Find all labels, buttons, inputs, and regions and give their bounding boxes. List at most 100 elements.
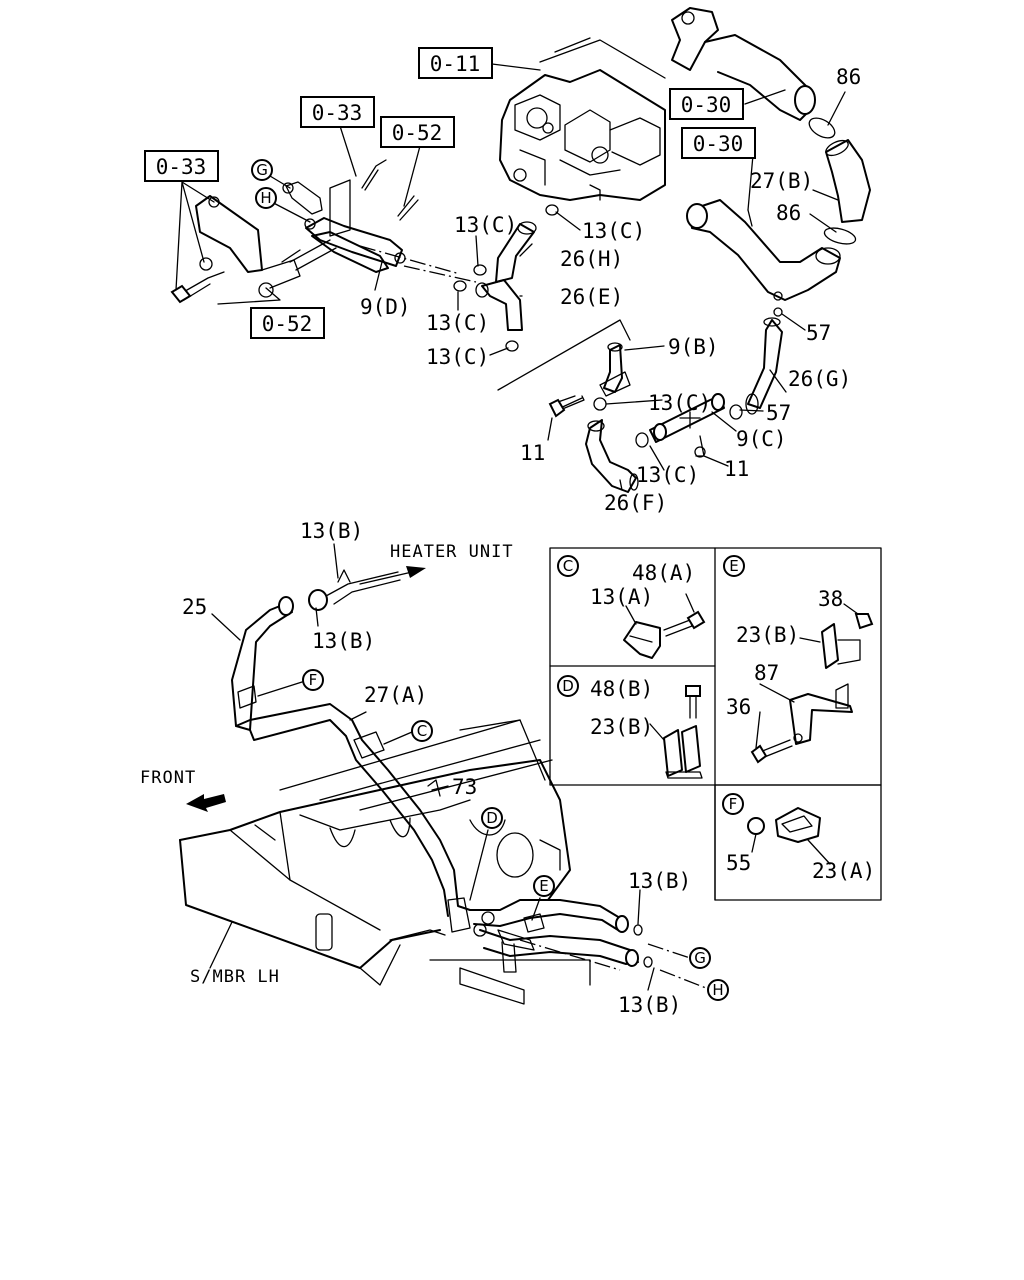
callout-11-right: 11 bbox=[724, 457, 749, 481]
svg-text:G: G bbox=[694, 949, 706, 967]
heater-unit-label: HEATER UNIT bbox=[390, 542, 514, 562]
water-pipe bbox=[686, 199, 841, 301]
ref-box-0-52-lower[interactable]: 0-52 bbox=[250, 307, 325, 339]
callout-9d: 9(D) bbox=[360, 295, 411, 319]
callout-73: 73 bbox=[452, 775, 477, 799]
callout-13c-bottom: 13(C) bbox=[636, 463, 699, 487]
key-circle-e-box: E bbox=[723, 555, 745, 577]
callout-38: 38 bbox=[818, 587, 843, 611]
svg-text:0-33: 0-33 bbox=[312, 101, 363, 125]
callout-13b-right: 13(B) bbox=[628, 869, 691, 893]
callout-13b-mid: 13(B) bbox=[312, 629, 375, 653]
ref-box-0-11[interactable]: 0-11 bbox=[418, 47, 493, 79]
lower-leaders bbox=[209, 543, 655, 991]
key-circle-c-main: C bbox=[411, 720, 433, 742]
bracket-033 bbox=[170, 195, 301, 304]
callout-86-top: 86 bbox=[836, 65, 861, 89]
callout-11-left: 11 bbox=[520, 441, 545, 465]
hose-27b bbox=[808, 117, 871, 245]
key-circle-d-box: D bbox=[557, 675, 579, 697]
svg-text:H: H bbox=[260, 189, 271, 207]
callout-57-bottom: 57 bbox=[766, 401, 791, 425]
callout-27a: 27(A) bbox=[364, 683, 427, 707]
svg-text:G: G bbox=[256, 161, 268, 179]
guide-9b bbox=[497, 319, 631, 391]
pipe-25 bbox=[231, 569, 401, 731]
bolt-11 bbox=[548, 395, 607, 418]
key-circle-f-main: F bbox=[302, 669, 324, 691]
water-outlet-housing bbox=[671, 7, 816, 121]
lower-hose-assembly bbox=[469, 899, 653, 973]
callout-26h: 26(H) bbox=[560, 247, 623, 271]
key-circle-h-bottom: H bbox=[707, 979, 729, 1001]
detail-f-parts bbox=[747, 807, 831, 865]
callout-27b: 27(B) bbox=[750, 169, 813, 193]
pipe-9b bbox=[599, 342, 631, 397]
leader-9d-13c bbox=[403, 265, 477, 283]
key-circle-g-top: G bbox=[251, 159, 273, 181]
detail-d-parts bbox=[649, 685, 703, 779]
callout-13a: 13(A) bbox=[590, 585, 653, 609]
svg-text:0-11: 0-11 bbox=[430, 52, 481, 76]
svg-text:D: D bbox=[562, 677, 574, 695]
callout-13c-mid: 13(C) bbox=[648, 391, 711, 415]
ref-box-0-33-upper[interactable]: 0-33 bbox=[300, 96, 375, 128]
hose-26g bbox=[729, 307, 783, 420]
callout-55: 55 bbox=[726, 851, 751, 875]
key-circle-e-main: E bbox=[533, 875, 555, 897]
leader-g-bottom bbox=[647, 943, 691, 959]
callout-26e: 26(E) bbox=[560, 285, 623, 309]
ref-box-0-30-lower[interactable]: 0-30 bbox=[681, 127, 756, 159]
svg-text:0-52: 0-52 bbox=[262, 312, 313, 336]
svg-text:0-30: 0-30 bbox=[693, 132, 744, 156]
callout-13c-d: 13(C) bbox=[426, 345, 489, 369]
callout-86-mid: 86 bbox=[776, 201, 801, 225]
key-circle-g-bottom: G bbox=[689, 947, 711, 969]
callout-25: 25 bbox=[182, 595, 207, 619]
callout-87: 87 bbox=[754, 661, 779, 685]
svg-text:E: E bbox=[729, 557, 738, 575]
detail-c-parts bbox=[623, 593, 706, 659]
leader-se-line bbox=[519, 939, 621, 971]
svg-text:C: C bbox=[417, 722, 427, 740]
svg-text:F: F bbox=[729, 795, 738, 813]
detail-panel bbox=[549, 547, 882, 901]
upper-leaders bbox=[175, 63, 846, 491]
key-circle-h-top: H bbox=[255, 187, 277, 209]
hose-26f bbox=[585, 419, 649, 493]
front-arrow-icon bbox=[186, 794, 226, 812]
engine-head-block bbox=[499, 37, 666, 201]
callout-48b: 48(B) bbox=[590, 677, 653, 701]
svg-text:D: D bbox=[486, 809, 498, 827]
key-circle-f-box: F bbox=[722, 793, 744, 815]
callout-13b-right-bottom: 13(B) bbox=[618, 993, 681, 1017]
callout-13c-b: 13(C) bbox=[582, 219, 645, 243]
svg-text:H: H bbox=[712, 981, 723, 999]
hose-26h bbox=[495, 204, 559, 283]
callout-9c: 9(C) bbox=[736, 427, 787, 451]
front-label: FRONT bbox=[140, 768, 196, 788]
callout-13c-c: 13(C) bbox=[426, 311, 489, 335]
svg-text:E: E bbox=[539, 877, 548, 895]
callout-23a: 23(A) bbox=[812, 859, 875, 883]
key-circle-c-box: C bbox=[557, 555, 579, 577]
svg-text:F: F bbox=[309, 671, 318, 689]
side-member-lh bbox=[179, 719, 591, 1005]
svg-text:0-33: 0-33 bbox=[156, 155, 207, 179]
ref-box-0-30-upper[interactable]: 0-30 bbox=[669, 88, 744, 120]
key-circle-d-main: D bbox=[481, 807, 503, 829]
callout-23b-d: 23(B) bbox=[590, 715, 653, 739]
callout-labels: 86 27(B) 86 57 26(G) 57 9(C) 11 11 13(C)… bbox=[182, 65, 875, 1017]
callout-26f: 26(F) bbox=[604, 491, 667, 515]
ref-box-0-33-left[interactable]: 0-33 bbox=[144, 150, 219, 182]
detail-e-parts bbox=[750, 603, 874, 764]
leader-13c-26h bbox=[359, 245, 461, 275]
pipe-27a bbox=[235, 703, 471, 933]
callout-57-top: 57 bbox=[806, 321, 831, 345]
callout-48a: 48(A) bbox=[632, 561, 695, 585]
heater-unit-arrow bbox=[359, 566, 426, 585]
hose-26e bbox=[453, 264, 523, 352]
leader-h-bottom bbox=[659, 969, 707, 989]
ref-box-0-52-upper[interactable]: 0-52 bbox=[380, 116, 455, 148]
